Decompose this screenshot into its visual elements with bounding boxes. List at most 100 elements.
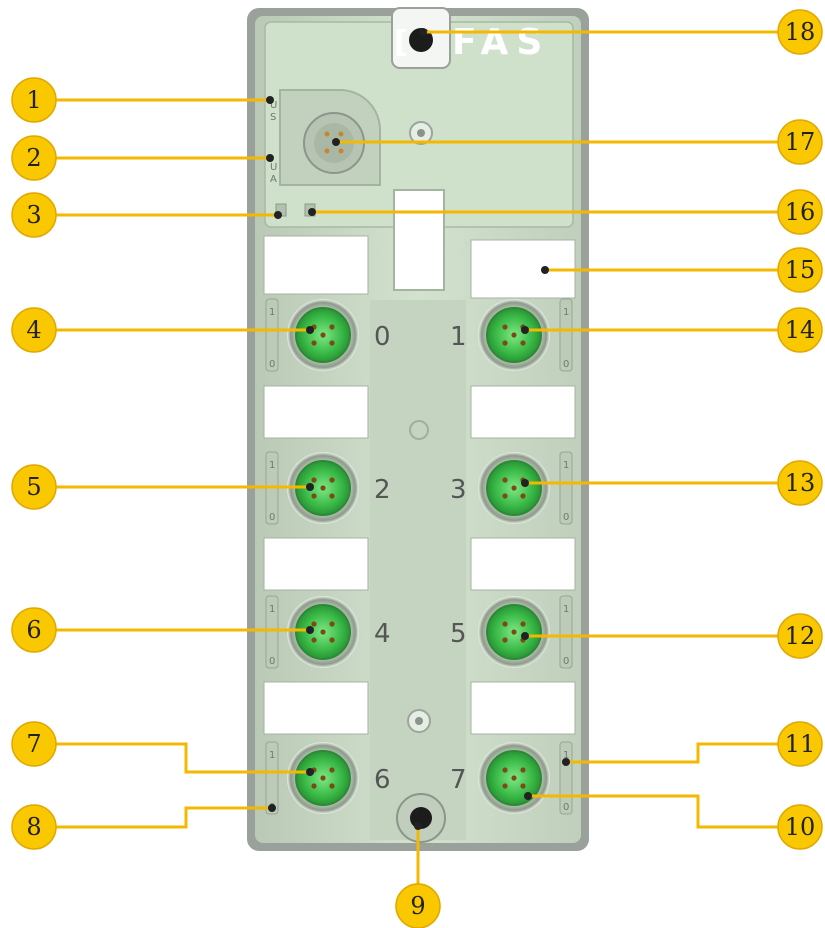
- led-label-1: 1: [269, 750, 275, 761]
- callout-leader-line: [528, 794, 778, 829]
- led-label-0: 0: [563, 512, 569, 523]
- callout-number: 8: [26, 813, 41, 841]
- callout-badge: [11, 307, 57, 353]
- callout-14: 14: [521, 307, 823, 353]
- port-pin: [329, 621, 335, 627]
- callout-number: 15: [785, 256, 816, 284]
- callout-11: 11: [562, 721, 823, 767]
- callout-9: 9: [395, 822, 441, 928]
- callout-number: 14: [785, 316, 816, 344]
- callout-badge: [395, 883, 441, 928]
- callout-16: 16: [308, 189, 823, 235]
- callout-6: 6: [11, 607, 314, 653]
- callout-leader-dot: [268, 804, 276, 812]
- callout-badge: [777, 613, 823, 659]
- led-label-0: 0: [563, 802, 569, 813]
- led-label-1: 1: [269, 307, 275, 318]
- port-pin: [329, 493, 335, 499]
- port-pin: [502, 621, 508, 627]
- led-label-1: 1: [269, 460, 275, 471]
- port-number-label: 6: [374, 765, 391, 795]
- callout-number: 5: [26, 473, 41, 501]
- m12-port-6: 106: [265, 741, 391, 815]
- port-pin: [311, 477, 317, 483]
- power-pin: [324, 131, 330, 137]
- brand-logo: FAS: [452, 22, 550, 63]
- brand-bracket-left: [: [394, 25, 416, 60]
- port-pin: [311, 340, 317, 346]
- port-pin: [311, 783, 317, 789]
- m12-port-2: 102: [265, 451, 391, 525]
- port-pin: [502, 637, 508, 643]
- led-label-us: U: [270, 100, 277, 111]
- callout-badge: [11, 135, 57, 181]
- callout-leader-dot: [541, 266, 549, 274]
- callout-badge: [777, 9, 823, 55]
- callout-15: 15: [541, 247, 823, 293]
- label-field-left-2: [263, 537, 369, 591]
- port-pin: [329, 767, 335, 773]
- port-number-label: 1: [450, 322, 467, 352]
- port-number-label: 0: [374, 322, 391, 352]
- port-number-label: 5: [450, 619, 467, 649]
- label-field-right-1: [470, 385, 576, 439]
- callout-number: 12: [785, 622, 816, 650]
- port-led-strip: [559, 298, 573, 372]
- led-label-0: 0: [563, 359, 569, 370]
- led-label-0: 0: [269, 359, 275, 370]
- callout-4: 4: [11, 307, 314, 353]
- port-pin: [511, 332, 517, 338]
- led-label-us-2: S: [270, 112, 276, 123]
- port-pin: [329, 637, 335, 643]
- callout-leader-dot: [524, 792, 532, 800]
- label-field-right-3: [470, 681, 576, 735]
- port-pin: [520, 493, 526, 499]
- port-number-label: 2: [374, 475, 391, 505]
- port-led-strip: [265, 595, 279, 669]
- callout-leader-dot: [521, 326, 529, 334]
- top-mount-hole: [409, 28, 433, 52]
- callout-leader-dot: [266, 154, 274, 162]
- callout-leader-dot: [306, 326, 314, 334]
- callout-7: 7: [11, 721, 314, 776]
- power-pin: [324, 148, 330, 154]
- callout-5: 5: [11, 464, 314, 510]
- power-pin: [338, 148, 344, 154]
- callout-number: 7: [26, 730, 41, 758]
- callout-leader-dot: [521, 632, 529, 640]
- callout-12: 12: [521, 613, 823, 659]
- led-label-1: 1: [269, 604, 275, 615]
- callout-number: 3: [26, 201, 41, 229]
- callout-badge: [11, 77, 57, 123]
- callout-badge: [11, 192, 57, 238]
- callout-leader-dot: [332, 138, 340, 146]
- port-led-strip: [559, 451, 573, 525]
- callout-leader-dot: [521, 479, 529, 487]
- port-pin: [502, 767, 508, 773]
- callout-leader-dot: [266, 96, 274, 104]
- callout-leader-dot: [306, 768, 314, 776]
- port-pin: [502, 340, 508, 346]
- port-pin: [502, 783, 508, 789]
- label-field-left-3: [263, 681, 369, 735]
- callout-number: 1: [26, 86, 41, 114]
- port-pin: [511, 775, 517, 781]
- callout-leader-dot: [306, 626, 314, 634]
- led-label-1: 1: [563, 750, 569, 761]
- center-marker: [409, 420, 429, 440]
- power-pin: [338, 131, 344, 137]
- port-pin: [511, 485, 517, 491]
- m12-port-5: 105: [450, 595, 573, 669]
- grounding-screw-bottom-center: [415, 717, 423, 725]
- callout-badge: [11, 607, 57, 653]
- callout-10: 10: [524, 792, 823, 850]
- m12-port-3: 103: [450, 451, 573, 525]
- port-number-label: 7: [450, 765, 467, 795]
- label-field-left-1: [263, 385, 369, 439]
- port-pin: [520, 767, 526, 773]
- port-pin: [502, 493, 508, 499]
- callout-number: 6: [26, 616, 41, 644]
- callout-leader-dot: [419, 28, 427, 36]
- led-label-1: 1: [563, 604, 569, 615]
- led-label-1: 1: [563, 307, 569, 318]
